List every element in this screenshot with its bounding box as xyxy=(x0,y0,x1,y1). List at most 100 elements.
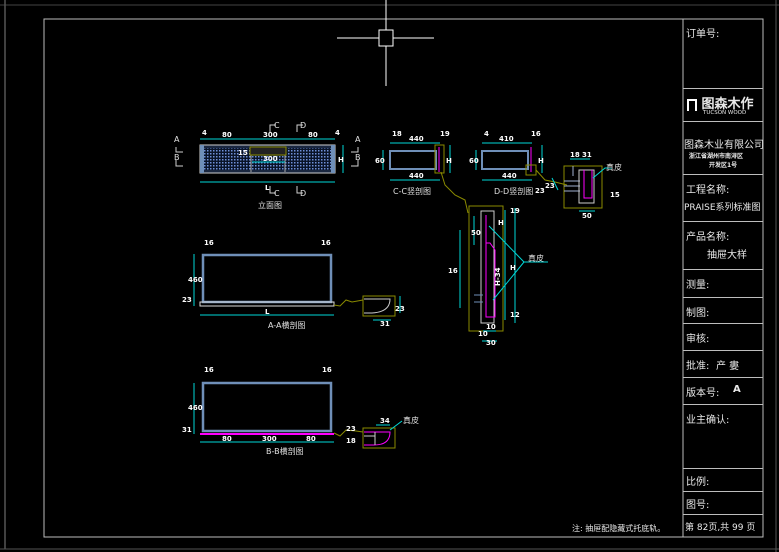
dim-elev-handle: 15 xyxy=(238,149,248,157)
dim-ds-7: 10 xyxy=(486,323,496,331)
dim-ds-4: H-34 xyxy=(494,267,502,286)
cut-c-top: C xyxy=(274,121,280,130)
company-row: 图森木业有限公司 浙江省湖州市南浔区 开发区1号 xyxy=(683,122,764,175)
dim-dd-3: 16 xyxy=(531,130,541,138)
dim-aa-1: 16 xyxy=(204,239,214,247)
dim-bb-10: 18 xyxy=(346,437,356,445)
elevation-caption: 立面图 xyxy=(258,200,282,210)
version-value: A xyxy=(733,384,741,395)
dim-elev-3: 300 xyxy=(263,131,278,139)
dim-dd-2: 410 xyxy=(499,135,514,143)
dim-bb-2: 16 xyxy=(322,366,332,374)
section-aa-caption: A-A横剖图 xyxy=(268,320,305,330)
dim-dd-7: 23 xyxy=(535,187,545,195)
logo-row: 图森木作 TUCSON WOOD xyxy=(683,89,763,122)
dim-aa-4: 23 xyxy=(182,296,192,304)
dim-bb-3: 460 xyxy=(188,404,203,412)
dim-elev-2: 80 xyxy=(222,131,232,139)
page-info: 第 82页,共 99 页 xyxy=(685,523,756,533)
dim-cc-6: 440 xyxy=(409,172,424,180)
company-address-2: 开发区1号 xyxy=(709,162,738,169)
dim-cc-1: 18 xyxy=(392,130,402,138)
approve-row: 批准: 产 婁 xyxy=(683,351,763,378)
section-dd-view[interactable]: 4 410 16 60 H 440 23 D-D竖剖图 xyxy=(469,130,568,196)
dim-cc-3: 19 xyxy=(440,130,450,138)
approve-label: 批准: xyxy=(686,361,710,372)
approve-value: 产 婁 xyxy=(716,361,740,372)
cut-d-top: D xyxy=(300,121,306,130)
logo-en: TUCSON WOOD xyxy=(703,110,747,116)
dim-detail-2: 31 xyxy=(582,151,592,159)
dim-bb-9: 23 xyxy=(346,425,356,433)
project-row: 工程名称: PRAISE系列标准图 xyxy=(683,175,763,222)
logo-mark: 图森木作 xyxy=(687,93,754,112)
cut-a-right: A xyxy=(355,135,361,144)
leather-label-2: 真皮 xyxy=(528,253,544,263)
owner-confirm-row: 业主确认: xyxy=(683,405,763,469)
dim-ds-9: H xyxy=(498,219,504,227)
product-row: 产品名称: 抽屉大样 xyxy=(683,222,763,270)
dim-bb-8: 34 xyxy=(380,417,390,425)
cut-c-bottom: C xyxy=(274,189,280,198)
dim-aa-2: 16 xyxy=(321,239,331,247)
order-no-row: 订单号: xyxy=(683,19,763,89)
dim-ds-6: 10 xyxy=(478,330,488,338)
drawn-row: 制图: xyxy=(683,298,763,324)
dim-bb-6: 300 xyxy=(262,435,277,443)
section-cc-view[interactable]: 18 440 19 60 H 440 C-C竖剖图 xyxy=(375,130,452,196)
cut-d-bottom: D xyxy=(300,189,306,198)
section-bb-caption: B-B横剖图 xyxy=(266,446,304,456)
scale-label: 比例: xyxy=(686,477,710,488)
dim-elev-length: L xyxy=(265,184,270,192)
dim-ds-3: H xyxy=(510,264,516,272)
detail-top-view[interactable]: 18 31 50 23 15 真皮 xyxy=(545,151,622,220)
dim-aa-7: 23 xyxy=(395,305,405,313)
drawing-no-row: 图号: xyxy=(683,492,763,515)
company-name: 图森木业有限公司 xyxy=(684,140,764,151)
dim-dd-1: 4 xyxy=(484,130,489,138)
product-label: 产品名称: xyxy=(686,232,730,243)
dim-elev-4: 80 xyxy=(308,131,318,139)
dim-elev-1: 4 xyxy=(202,129,207,137)
dim-bb-7: 80 xyxy=(306,435,316,443)
elevation-view[interactable]: 4 80 300 80 4 300 15 H L A B A B C D C D… xyxy=(174,121,361,210)
section-cc-caption: C-C竖剖图 xyxy=(393,186,431,196)
dim-elev-inner: 300 xyxy=(263,155,278,163)
dim-aa-3: 460 xyxy=(188,276,203,284)
section-dd-caption: D-D竖剖图 xyxy=(494,186,533,196)
dim-detail-3: 50 xyxy=(582,212,592,220)
dim-dd-5: H xyxy=(538,157,544,165)
dim-elev-height: H xyxy=(338,156,344,164)
dim-detail-4: 23 xyxy=(545,182,555,190)
detail-section-view[interactable]: 16 50 H H-34 19 10 10 30 H 12 真皮 xyxy=(440,171,548,347)
cut-b-right: B xyxy=(355,153,361,162)
dim-ds-5: 19 xyxy=(510,207,520,215)
dim-aa-5: L xyxy=(265,308,270,316)
project-label: 工程名称: xyxy=(686,185,730,196)
dim-ds-2: 50 xyxy=(471,229,481,237)
dim-ds-8: 30 xyxy=(486,339,496,347)
drawing-no-label: 图号: xyxy=(686,500,710,511)
review-label: 审核: xyxy=(686,334,710,345)
dim-bb-1: 16 xyxy=(204,366,214,374)
section-aa-view[interactable]: 16 16 460 23 L 31 23 A-A横剖图 xyxy=(182,239,405,330)
leather-label-3: 真皮 xyxy=(403,415,419,425)
section-bb-view[interactable]: 16 16 460 31 80 300 80 34 23 18 真皮 B-B横剖… xyxy=(182,366,419,456)
drawing-frame xyxy=(43,18,764,538)
dim-cc-4: 60 xyxy=(375,157,385,165)
leather-label-1: 真皮 xyxy=(606,162,622,172)
cut-b-left: B xyxy=(174,153,180,162)
project-value: PRAISE系列标准图 xyxy=(684,203,761,213)
dim-cc-2: 440 xyxy=(409,135,424,143)
dim-elev-5: 4 xyxy=(335,129,340,137)
title-block: 订单号: 图森木作 TUCSON WOOD 图森木业有限公司 浙江省湖州市南浔区… xyxy=(683,19,764,537)
order-no-label: 订单号: xyxy=(686,29,720,40)
dim-cc-5: H xyxy=(446,157,452,165)
logo-icon xyxy=(687,98,697,111)
drawer-rail-note: 注: 抽屉配隐藏式托底轨。 xyxy=(572,524,666,533)
dim-bb-4: 31 xyxy=(182,426,192,434)
dim-detail-5: 15 xyxy=(610,191,620,199)
dim-ds-1: 16 xyxy=(448,267,458,275)
dim-ds-10: 12 xyxy=(510,311,520,319)
